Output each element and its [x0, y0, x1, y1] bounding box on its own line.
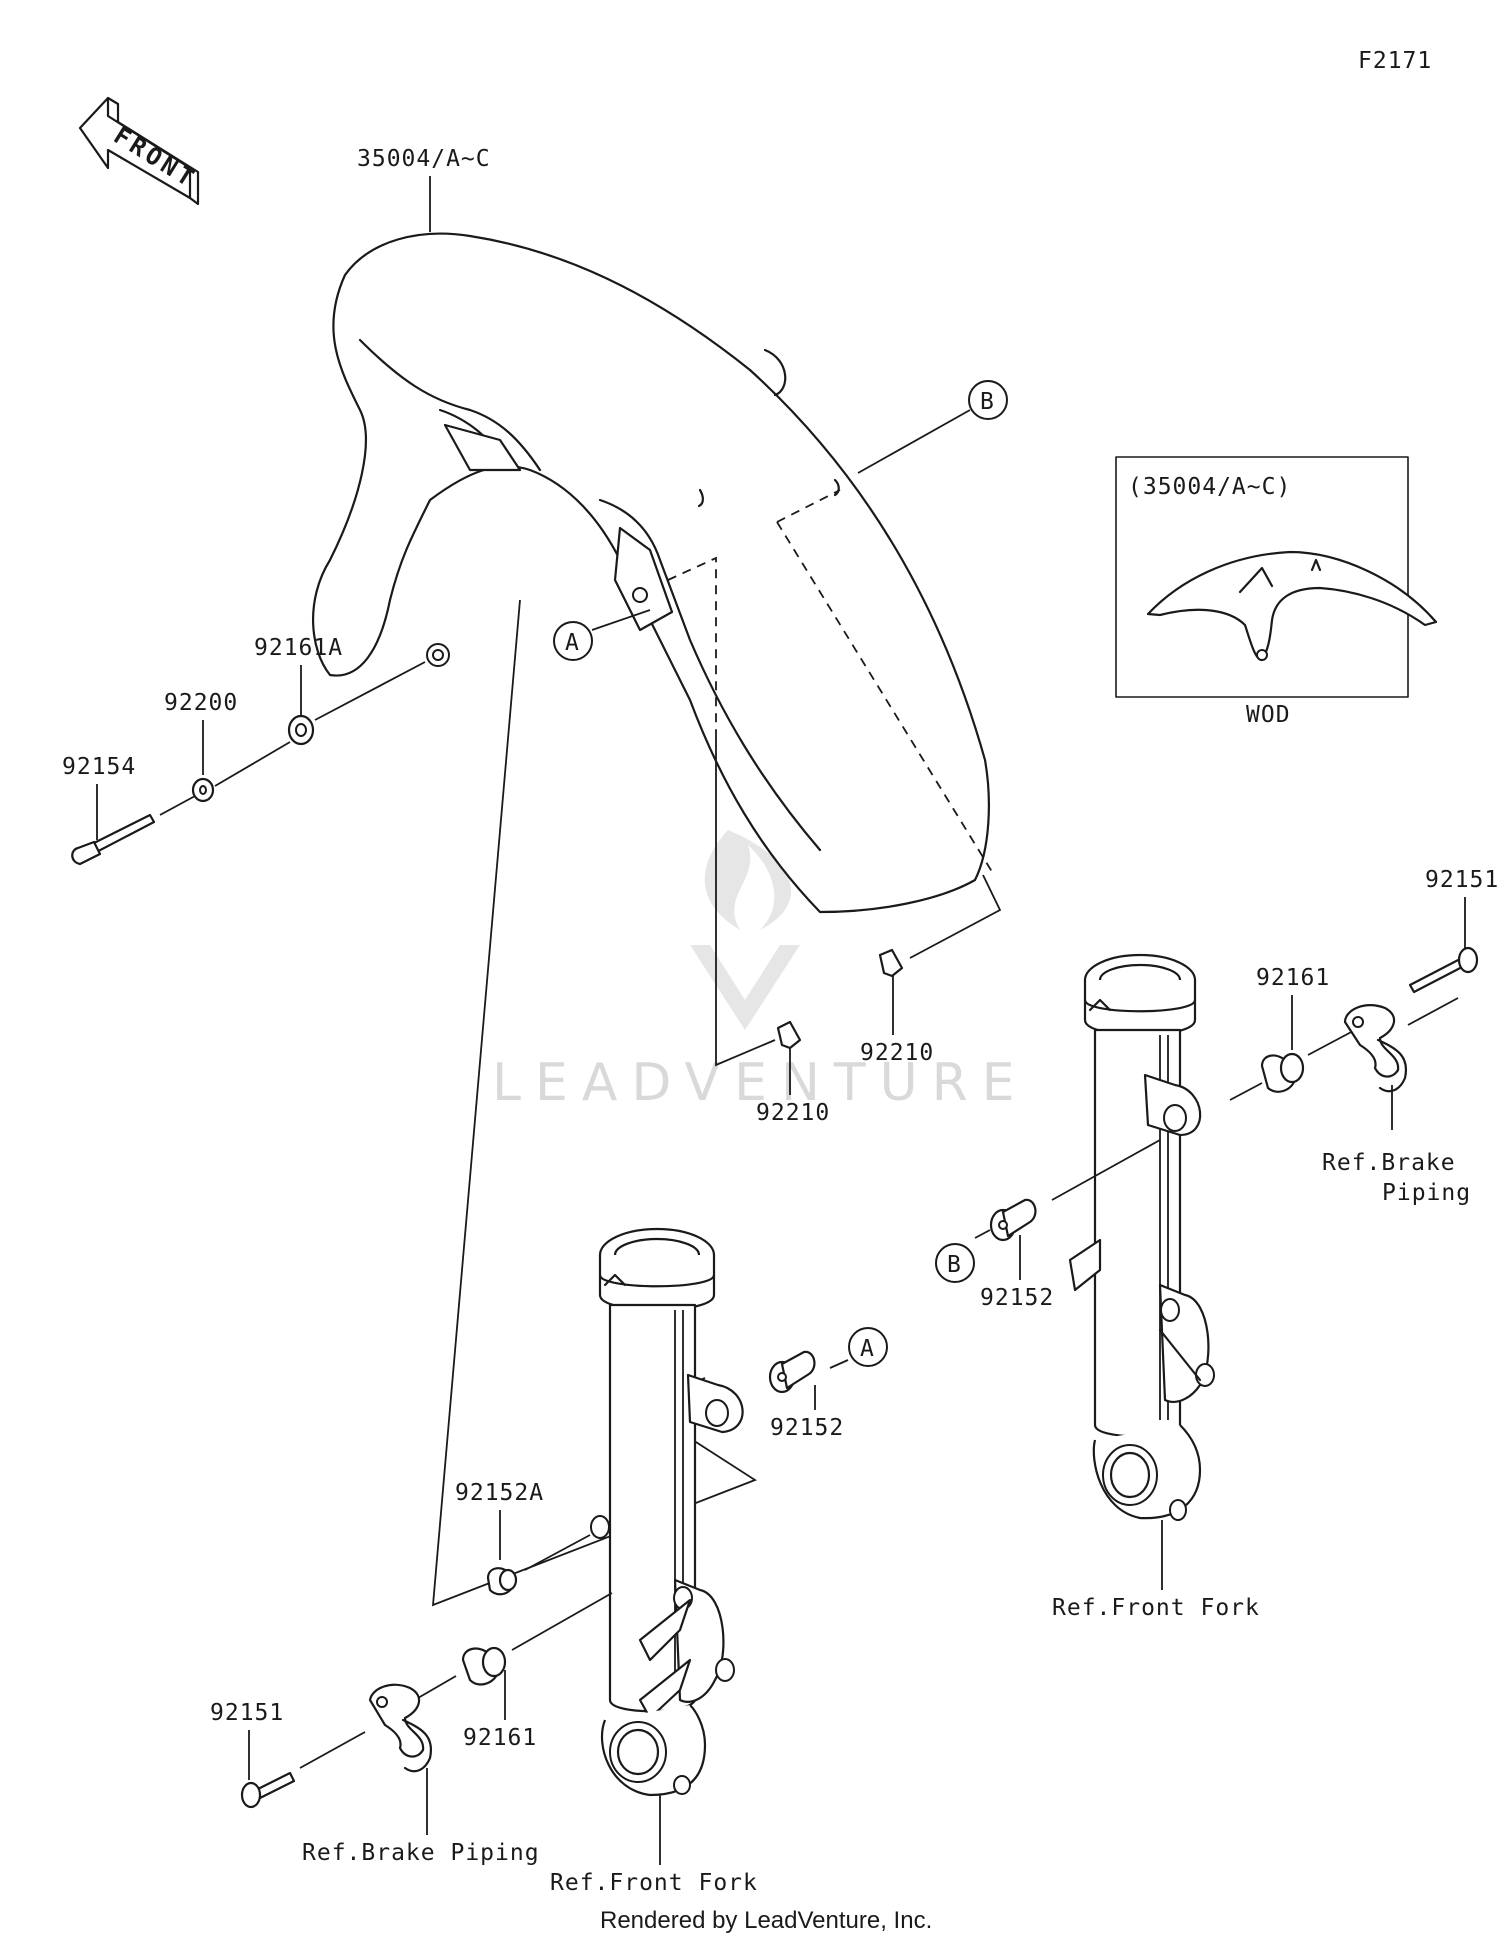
watermark-text: LEADVENTURE [492, 1053, 1029, 1113]
axis-left-mount [314, 661, 426, 721]
brake-bracket-left [368, 1683, 433, 1773]
label-grommet-fork: 92152A [455, 1480, 544, 1506]
collar-left-part [768, 1350, 816, 1394]
ref-letter-a-lower: A [860, 1336, 875, 1362]
axis-bolt-left-bottom [299, 1731, 366, 1769]
footer-credit: Rendered by LeadVenture, Inc. [600, 1907, 932, 1934]
label-collar-left: 92152 [770, 1415, 844, 1441]
watermark-logo [690, 830, 800, 1030]
ref-letter-b-lower: B [947, 1252, 962, 1278]
bolt-right-top-part [1408, 946, 1479, 994]
ref-circle-b-lower [935, 1243, 975, 1283]
hidden-line-2 [776, 521, 995, 876]
ref-brake-piping-right-1: Ref.Brake [1322, 1150, 1456, 1176]
front-fender [312, 232, 990, 914]
washer-left-part [191, 777, 215, 803]
bolt-left-part [71, 813, 156, 866]
label-nut-center: 92210 [756, 1100, 830, 1126]
ref-front-fork-left: Ref.Front Fork [550, 1870, 758, 1896]
label-collar-right: 92152 [980, 1285, 1054, 1311]
clip-nut-center [776, 1020, 802, 1050]
inset-fender-image [1146, 550, 1438, 662]
axis-right-bolt [1407, 997, 1459, 1026]
leader-b-upper [857, 409, 971, 474]
front-fork-left [590, 1227, 744, 1797]
ref-brake-piping-right-2: Piping [1382, 1180, 1471, 1206]
leader-a-lower [829, 1359, 849, 1369]
grommet-fork-part [486, 1567, 518, 1596]
label-grommet-right: 92161 [1256, 965, 1330, 991]
ref-circle-b-upper [968, 380, 1008, 420]
label-fender: 35004/A~C [357, 146, 491, 172]
axis-right-collar [1051, 1139, 1161, 1201]
label-bolt-left: 92154 [62, 754, 136, 780]
axis-brake-left [417, 1675, 457, 1699]
front-arrow-icon: FRONT [78, 96, 202, 206]
ref-circle-a-lower [848, 1327, 888, 1367]
ref-brake-piping-left: Ref.Brake Piping [302, 1840, 540, 1866]
front-fork-right [1068, 953, 1215, 1521]
clip-nut-right [878, 948, 904, 978]
hidden-line-3 [667, 556, 717, 735]
inset-title: (35004/A~C) [1128, 474, 1291, 500]
inset-box [1115, 456, 1409, 698]
ref-front-fork-right: Ref.Front Fork [1052, 1595, 1260, 1621]
axis-left-mount-2 [214, 741, 291, 787]
hidden-line-1 [776, 489, 841, 523]
label-grommet-lower: 92161 [463, 1725, 537, 1751]
ref-letter-a-upper: A [565, 630, 580, 656]
leader-b-lower [974, 1229, 991, 1239]
grommet-right-part [1260, 1052, 1305, 1093]
leader-fender-nut-right [909, 874, 1002, 959]
axis-grommet-fork [524, 1534, 591, 1571]
collar-right-part [989, 1198, 1037, 1242]
label-washer-left: 92200 [164, 690, 238, 716]
bolt-left-bottom-part [240, 1771, 296, 1809]
brake-bracket-right [1343, 1004, 1408, 1093]
ref-letter-b-upper: B [980, 389, 995, 415]
label-nut-right: 92210 [860, 1040, 934, 1066]
axis-left-mount-3 [159, 795, 196, 816]
grommet-lower-part [461, 1646, 507, 1686]
label-bolt-right-top: 92151 [1425, 867, 1499, 893]
axis-grommet-lower [511, 1592, 613, 1651]
ref-circle-a-upper [553, 621, 593, 661]
diagram-code: F2171 [1358, 48, 1432, 74]
inset-caption: WOD [1246, 702, 1291, 728]
axis-right-grommet [1229, 1082, 1263, 1101]
grommet-left-part [287, 714, 315, 746]
axis-right-bracket [1307, 1029, 1356, 1056]
leader-a-upper [591, 609, 651, 631]
label-bolt-left-bottom: 92151 [210, 1700, 284, 1726]
label-grommet-left: 92161A [254, 635, 343, 661]
leader-fender-nut-center [715, 735, 776, 1067]
